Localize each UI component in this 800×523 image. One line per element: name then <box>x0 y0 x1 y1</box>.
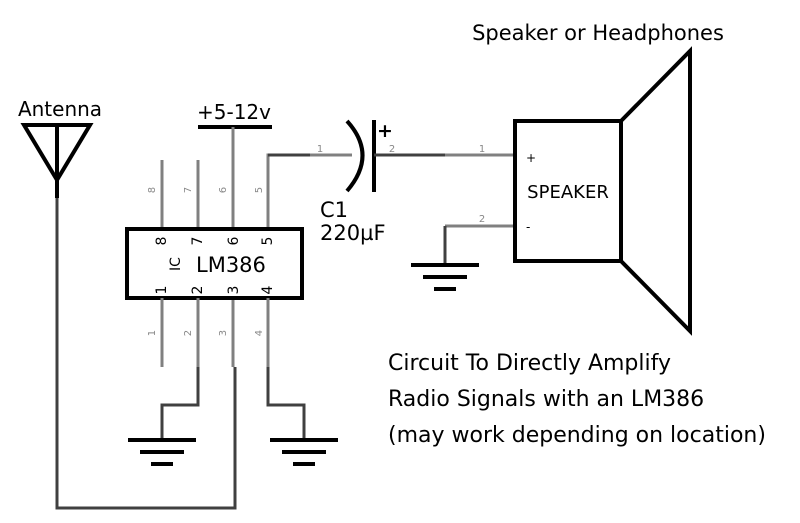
capacitor-c1: 1 + 2 C1 220µF <box>317 119 395 245</box>
ground-symbol-speaker <box>411 263 479 291</box>
cap-plus-sign: + <box>377 120 393 142</box>
speaker-box-label: SPEAKER <box>527 182 609 203</box>
cap-name: C1 <box>320 198 348 222</box>
pin5-outer-number: 5 <box>254 187 265 193</box>
ic-body <box>125 227 304 300</box>
ground-symbol-pin2 <box>128 438 196 466</box>
antenna-wire <box>55 198 237 510</box>
cap-pin1-number: 1 <box>317 144 323 155</box>
speaker-box <box>513 119 623 263</box>
speaker-cone <box>619 46 692 336</box>
ic-prefix: IC <box>168 257 184 271</box>
pin2-inner-number: 2 <box>190 286 206 295</box>
caption-line-2: Radio Signals with an LM386 <box>388 387 704 412</box>
supply-label: +5-12v <box>197 100 271 124</box>
spk-pin1-number: 1 <box>479 144 485 155</box>
antenna-symbol: Antenna <box>18 97 102 198</box>
caption: Circuit To Directly Amplify Radio Signal… <box>388 351 766 448</box>
ic-name: LM386 <box>196 253 266 277</box>
ground-symbol-pin4 <box>270 438 338 466</box>
speaker-minus-sign: - <box>526 220 530 234</box>
pin8-inner-number: 8 <box>154 237 170 246</box>
pin3-inner-number: 3 <box>226 286 242 295</box>
pin4-outer-number: 4 <box>254 330 265 336</box>
speaker-title: Speaker or Headphones <box>472 21 724 45</box>
supply-terminal: +5-12v <box>197 100 272 229</box>
pin3-outer-number: 3 <box>218 330 229 336</box>
cap-value: 220µF <box>320 221 386 245</box>
pin4-ground-wire <box>266 367 306 438</box>
pin7-outer-number: 7 <box>183 187 194 193</box>
cap-pin2-number: 2 <box>389 144 395 155</box>
speaker-symbol: + SPEAKER - <box>513 46 692 336</box>
caption-line-3: (may work depending on location) <box>388 423 766 448</box>
caption-line-1: Circuit To Directly Amplify <box>388 351 671 376</box>
pin6-inner-number: 6 <box>226 236 242 245</box>
lm386-ic: 8 7 6 5 1 2 3 4 IC LM386 <box>125 227 304 300</box>
spk-pin2-number: 2 <box>479 214 485 225</box>
pin7-inner-number: 7 <box>190 237 206 246</box>
pin1-outer-number: 1 <box>147 330 158 336</box>
pin8-outer-number: 8 <box>147 187 158 193</box>
cap-curved-plate <box>345 119 365 193</box>
antenna-label: Antenna <box>18 97 102 121</box>
pin4-inner-number: 4 <box>260 285 276 294</box>
pin6-outer-number: 6 <box>218 187 229 193</box>
pin5-inner-number: 5 <box>260 237 276 246</box>
speaker-plus-sign: + <box>526 151 536 165</box>
pin2-ground-wire <box>160 367 200 438</box>
pin2-outer-number: 2 <box>183 330 194 336</box>
pin1-inner-number: 1 <box>154 286 170 295</box>
